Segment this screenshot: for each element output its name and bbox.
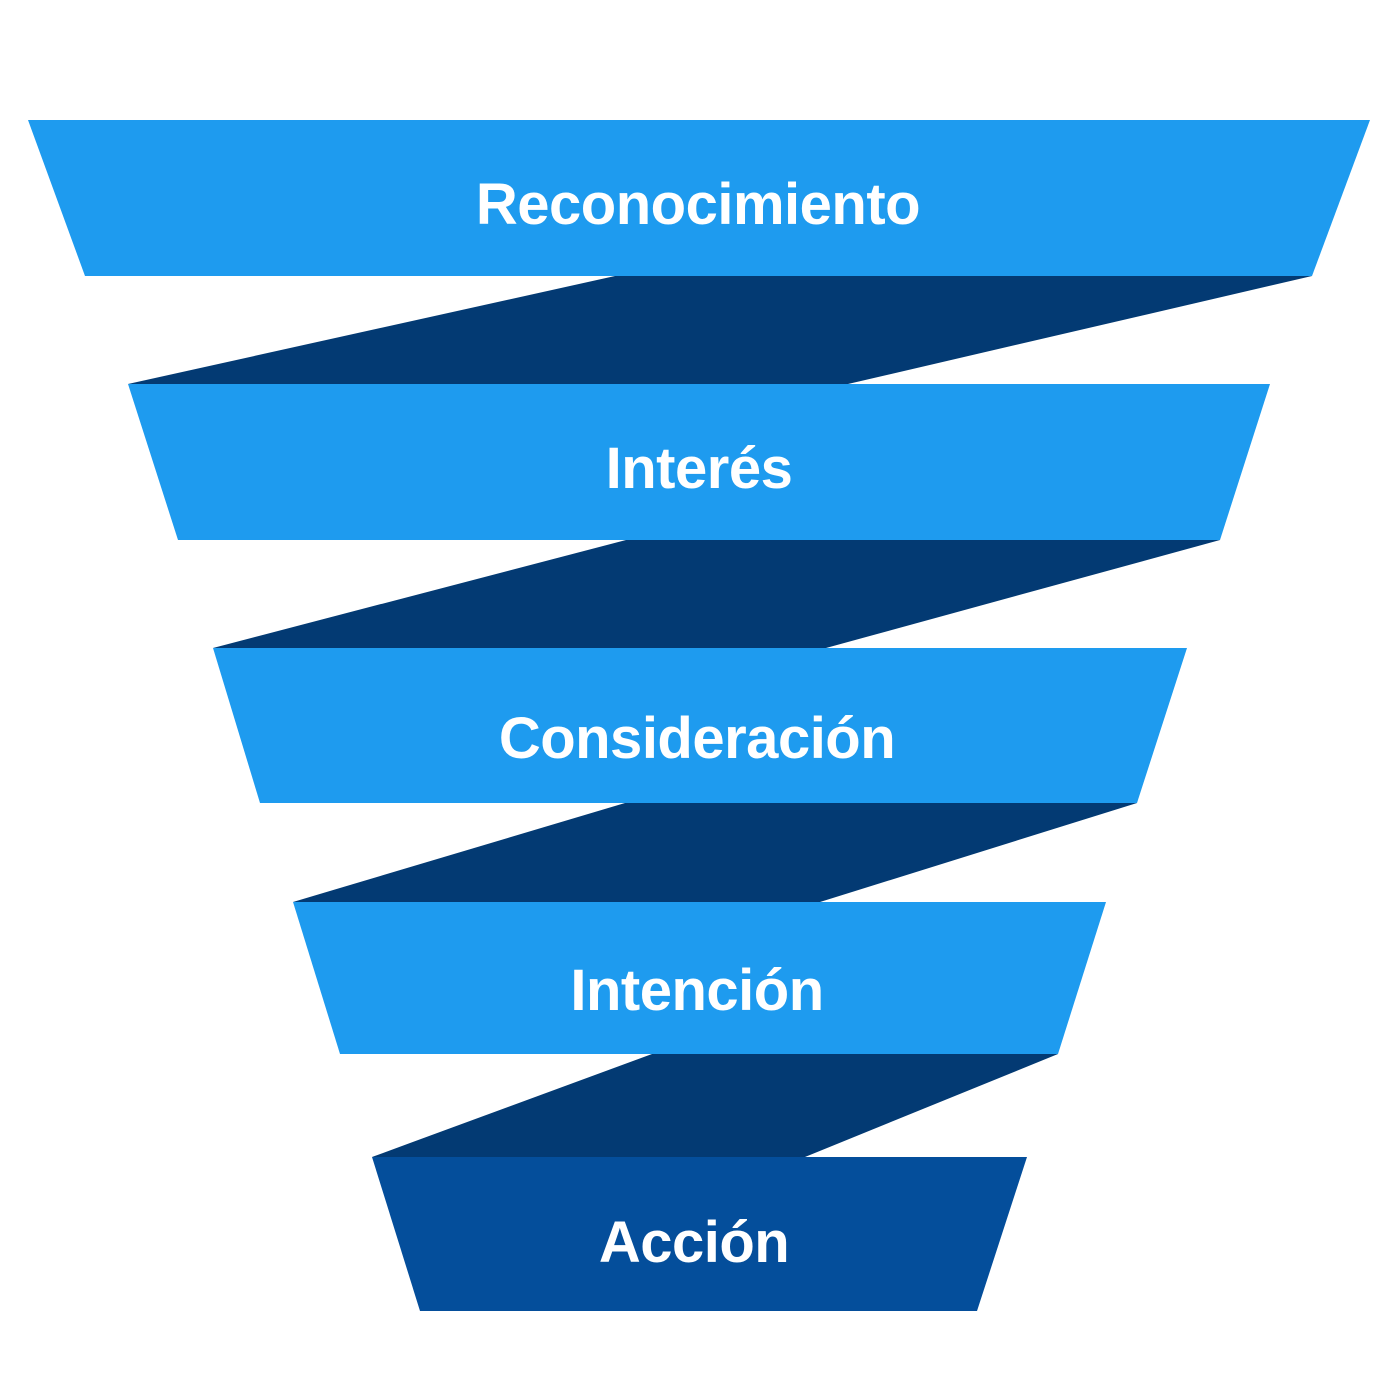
funnel-connectors (128, 276, 1312, 1157)
stage-band-consideracion (213, 648, 1187, 803)
stage-label-interes: Interés (606, 436, 793, 501)
connector-1-2 (128, 276, 1312, 384)
stage-label-reconocimiento: Reconocimiento (476, 172, 920, 237)
stage-band-intencion (293, 902, 1106, 1054)
stage-interes: Interés (128, 384, 1270, 540)
connector-3-4 (293, 803, 1137, 902)
stage-band-reconocimiento (28, 120, 1370, 276)
stage-label-accion: Acción (599, 1210, 789, 1275)
stage-band-accion (372, 1157, 1027, 1311)
connector-2-3 (213, 540, 1220, 648)
stage-label-consideracion: Consideración (499, 706, 895, 771)
stage-reconocimiento: Reconocimiento (28, 120, 1370, 276)
funnel-bands: Reconocimiento Interés Consideración Int… (28, 120, 1370, 1311)
connector-4-5 (372, 1054, 1058, 1157)
stage-consideracion: Consideración (213, 648, 1187, 803)
stage-label-intencion: Intención (570, 958, 823, 1023)
stage-band-interes (128, 384, 1270, 540)
stage-intencion: Intención (293, 902, 1106, 1054)
stage-accion: Acción (372, 1157, 1027, 1311)
